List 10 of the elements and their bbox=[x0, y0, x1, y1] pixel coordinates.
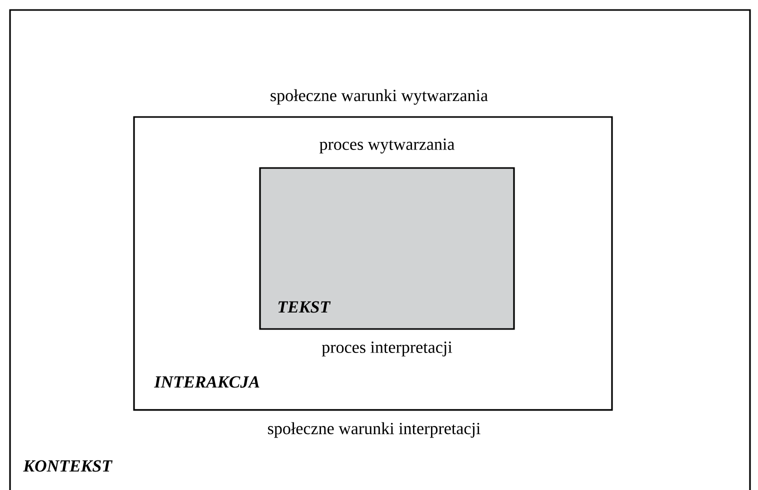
box-heading: proces wytwarzania bbox=[320, 138, 454, 154]
box-label: KONTEKST bbox=[23, 460, 113, 472]
box-heading: społeczne warunki interpretacji bbox=[268, 422, 480, 438]
box-label: TEKST bbox=[278, 301, 331, 313]
frame-box bbox=[259, 167, 515, 330]
box-heading: proces interpretacji bbox=[322, 342, 452, 356]
frame-box bbox=[133, 116, 613, 411]
box-heading: społeczne warunki wytwarzania bbox=[270, 89, 488, 105]
frame-box bbox=[9, 9, 751, 490]
box-label: INTERAKCJA bbox=[154, 376, 260, 388]
